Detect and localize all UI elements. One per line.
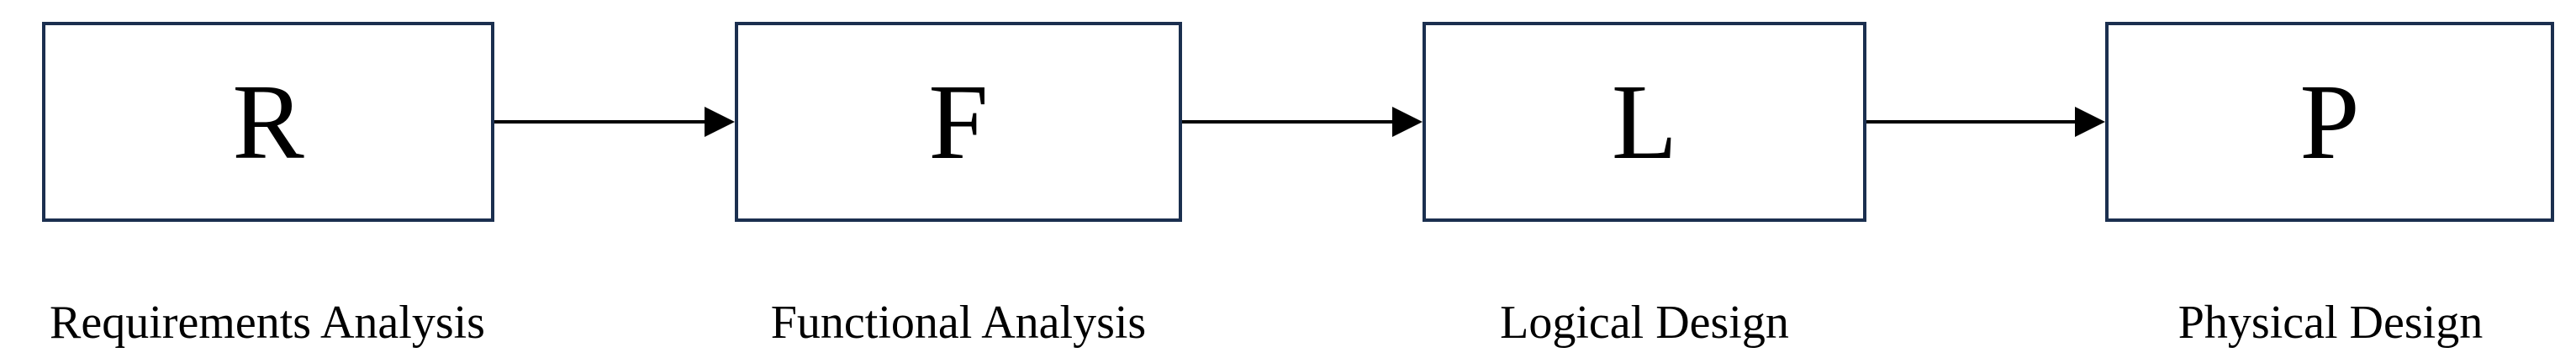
node-letter-l: L (1611, 62, 1678, 182)
node-letter-r: R (232, 62, 304, 182)
arrow-f-to-l-head (1392, 107, 1423, 137)
node-box-r: R (42, 22, 494, 222)
node-letter-f: F (928, 62, 989, 182)
node-letter-p: P (2299, 62, 2360, 182)
arrow-l-to-p-head (2075, 107, 2105, 137)
node-box-f: F (735, 22, 1182, 222)
node-box-p: P (2105, 22, 2554, 222)
arrow-f-to-l (1182, 107, 1423, 137)
node-caption-logical-design: Logical Design (1500, 297, 1789, 349)
node-caption-physical-design: Physical Design (2177, 297, 2484, 349)
node-caption-functional-analysis: Functional Analysis (770, 297, 1147, 349)
arrow-r-to-f (494, 107, 735, 137)
node-box-l: L (1423, 22, 1866, 222)
arrow-l-to-p (1866, 107, 2105, 137)
arrow-r-to-f-head (705, 107, 735, 137)
node-caption-requirements-analysis: Requirements Analysis (50, 297, 485, 349)
